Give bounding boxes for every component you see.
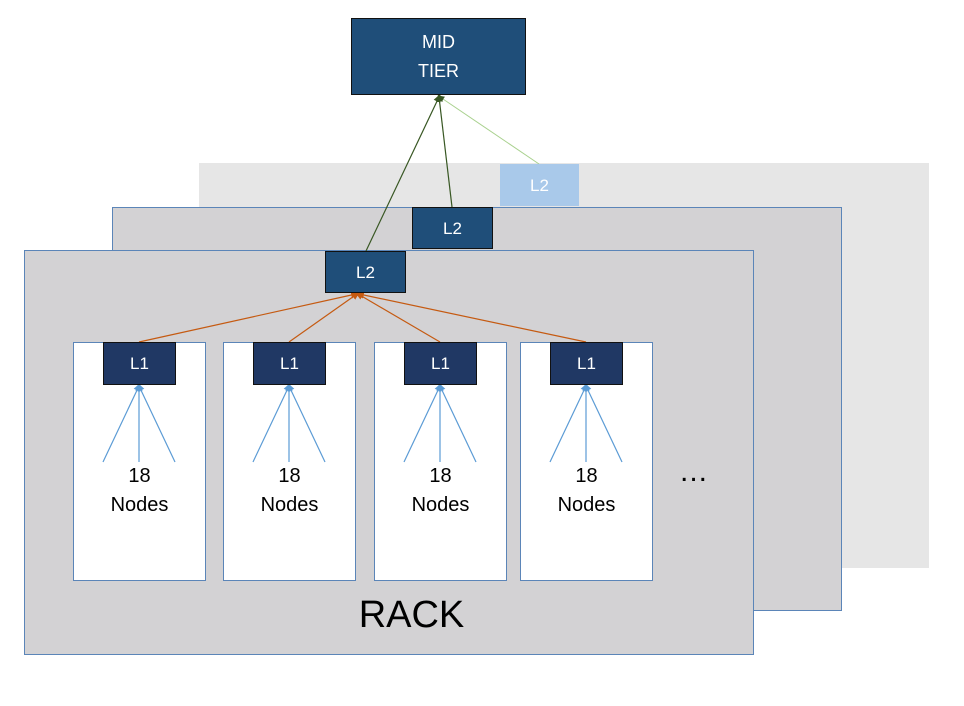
node-group-label-1: 18 Nodes bbox=[73, 462, 206, 520]
link-l1-4-to-l2 bbox=[355, 291, 587, 343]
node-text: Nodes bbox=[260, 494, 319, 516]
node-count: 18 bbox=[429, 465, 452, 487]
l1-switch-3: L1 bbox=[404, 342, 477, 385]
node-count: 18 bbox=[278, 465, 301, 487]
l2-switch-back: L2 bbox=[500, 164, 579, 206]
node-count: 18 bbox=[575, 465, 598, 487]
node-links-group-3 bbox=[403, 382, 477, 463]
l1-switch-2: L1 bbox=[253, 342, 326, 385]
l2-switch-middle: L2 bbox=[412, 207, 493, 249]
node-links-group-2 bbox=[252, 382, 326, 463]
node-group-label-2: 18 Nodes bbox=[223, 462, 356, 520]
link-l1-3-to-l2 bbox=[354, 292, 441, 343]
link-l2-mid-to-mid bbox=[435, 93, 453, 208]
node-links-group-4 bbox=[549, 382, 623, 463]
node-links-group-1 bbox=[102, 382, 176, 463]
node-group-label-3: 18 Nodes bbox=[374, 462, 507, 520]
l1-switch-4: L1 bbox=[550, 342, 623, 385]
rack-label: RACK bbox=[358, 594, 465, 636]
l2-switch-front: L2 bbox=[325, 251, 406, 293]
node-group-label-4: 18 Nodes bbox=[520, 462, 653, 520]
mid-tier-line1: MID bbox=[422, 31, 455, 52]
link-l2-front-to-mid bbox=[365, 93, 441, 252]
node-text: Nodes bbox=[557, 494, 616, 516]
mid-tier-box: MID TIER bbox=[351, 18, 526, 95]
node-count: 18 bbox=[128, 465, 151, 487]
more-groups-ellipsis: ... bbox=[680, 455, 709, 488]
link-l2-back-to-mid bbox=[437, 95, 540, 165]
link-l1-2-to-l2 bbox=[288, 291, 360, 343]
node-text: Nodes bbox=[110, 494, 169, 516]
node-text: Nodes bbox=[411, 494, 470, 516]
link-l1-1-to-l2 bbox=[138, 291, 360, 343]
l1-switch-1: L1 bbox=[103, 342, 176, 385]
mid-tier-line2: TIER bbox=[417, 60, 459, 81]
